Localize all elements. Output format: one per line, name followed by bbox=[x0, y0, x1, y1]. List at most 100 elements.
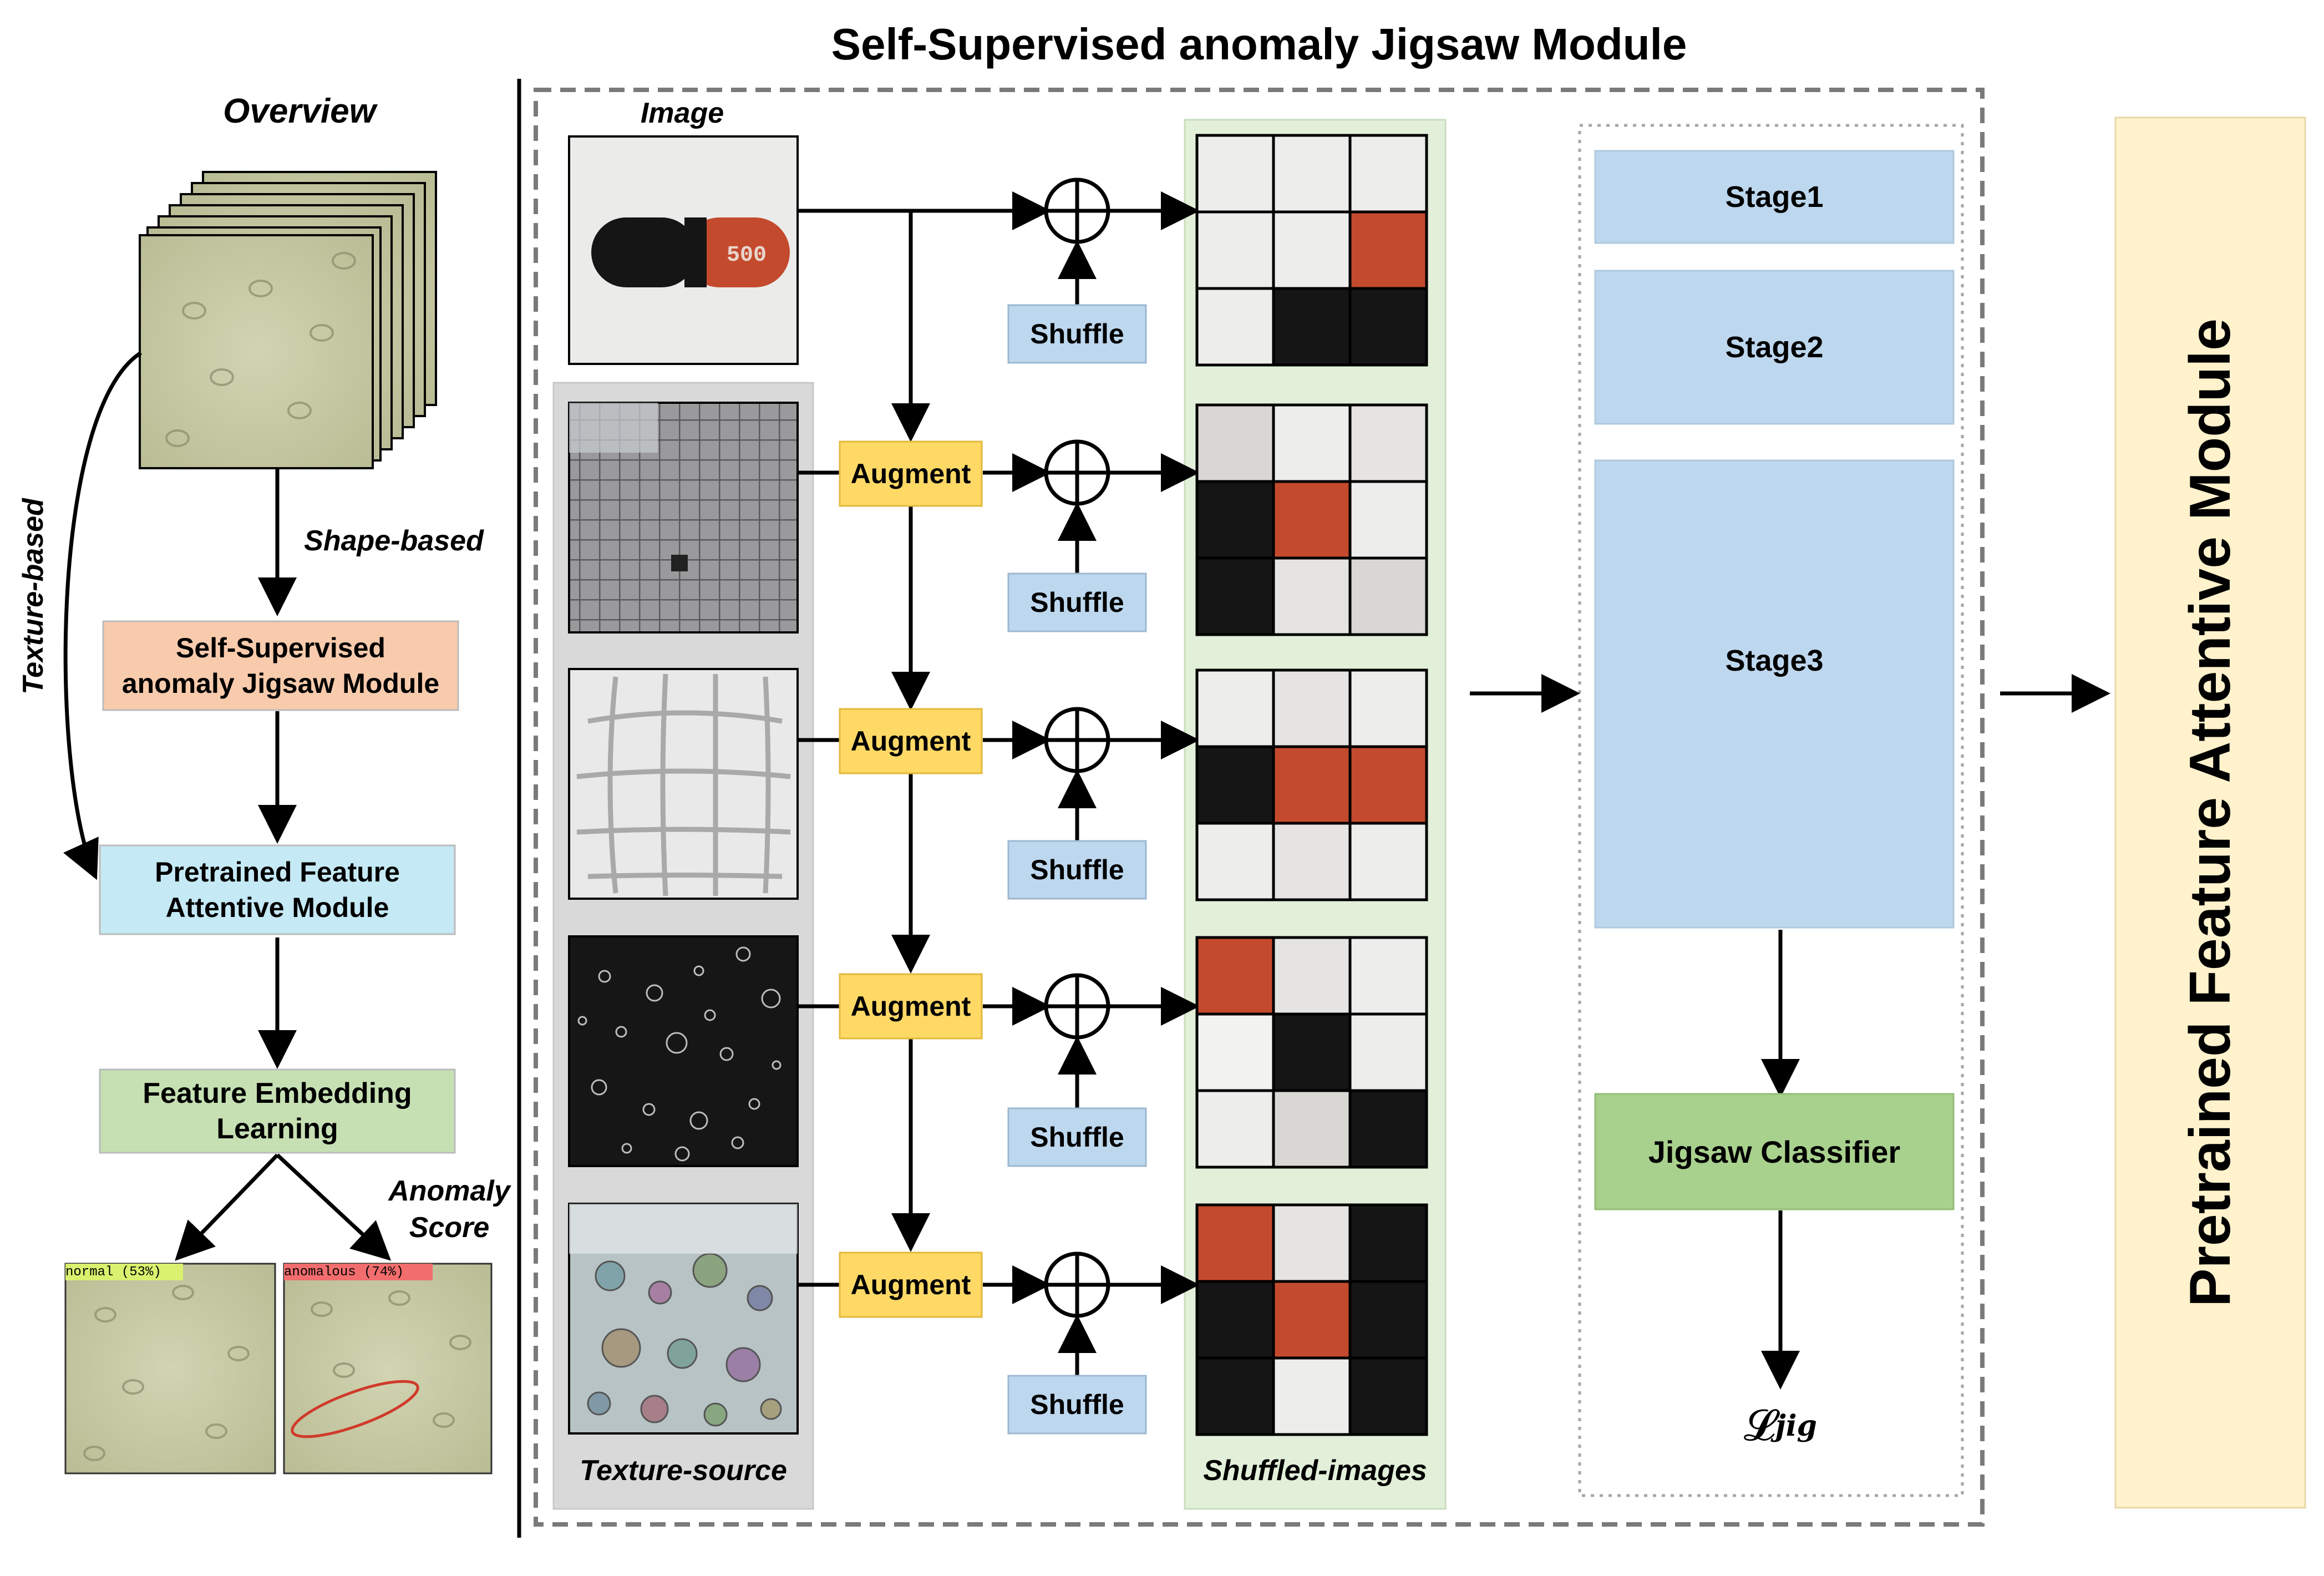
xor-icon bbox=[1044, 707, 1110, 773]
attentive-module-box bbox=[99, 844, 456, 935]
xor-icon bbox=[1044, 1251, 1110, 1318]
jigsaw-tile bbox=[1272, 287, 1352, 367]
anomalous-tag: anomalous (74%) bbox=[284, 1264, 404, 1280]
jigsaw-tile bbox=[1348, 668, 1428, 748]
augment-label: Augment bbox=[850, 991, 971, 1022]
jigsaw-tile bbox=[1195, 1356, 1275, 1436]
embedding-box bbox=[99, 1068, 456, 1154]
shape-based-label: Shape-based bbox=[304, 525, 484, 557]
jigsaw-tile bbox=[1348, 745, 1428, 825]
jigsaw-module-box-label: Self-Supervised anomaly Jigsaw Module bbox=[121, 632, 440, 699]
jigsaw-tile bbox=[1272, 480, 1352, 560]
shuffle-label: Shuffle bbox=[1030, 854, 1124, 885]
texture-foam bbox=[568, 1203, 799, 1435]
jigsaw-tile bbox=[1272, 210, 1352, 290]
jigsaw-tile bbox=[1272, 556, 1352, 636]
texture-grid bbox=[568, 402, 799, 634]
normal-tag: normal (53%) bbox=[65, 1264, 161, 1280]
xor-icon bbox=[1044, 973, 1110, 1040]
stage2-label: Stage2 bbox=[1725, 331, 1824, 364]
shuffle-label: Shuffle bbox=[1030, 587, 1124, 618]
jigsaw-tile bbox=[1195, 210, 1275, 290]
shuffle-boxes bbox=[1007, 304, 1147, 1435]
shuffled-images-label: Shuffled-images bbox=[1203, 1455, 1427, 1487]
capsule-image: 500 bbox=[568, 135, 799, 365]
result-anomalous bbox=[283, 1263, 493, 1474]
texture-source-label: Texture-source bbox=[580, 1455, 787, 1487]
texture-bubbles bbox=[568, 935, 799, 1167]
stage2-block bbox=[1594, 270, 1955, 425]
shuffled-grid bbox=[1195, 936, 1428, 1169]
jigsaw-classifier-label: Jigsaw Classifier bbox=[1648, 1134, 1901, 1169]
jigsaw-tile bbox=[1272, 1203, 1352, 1283]
jigsaw-tile bbox=[1348, 1012, 1428, 1092]
stage1-label: Stage1 bbox=[1725, 180, 1824, 214]
stage3-block bbox=[1594, 459, 1955, 929]
embedding-box-label: Feature Embedding Learning bbox=[143, 1077, 412, 1145]
overview-stack bbox=[139, 171, 437, 469]
jigsaw-tile bbox=[1195, 403, 1275, 483]
loss-symbol: 𝓛 bbox=[1744, 1400, 1775, 1451]
jigsaw-tile bbox=[1348, 1203, 1428, 1283]
jigsaw-tile bbox=[1348, 287, 1428, 367]
jigsaw-tile bbox=[1195, 668, 1275, 748]
jigsaw-tile bbox=[1348, 134, 1428, 214]
network-frame bbox=[1578, 124, 1964, 1497]
stage1-block bbox=[1594, 150, 1955, 244]
shuffled-grid bbox=[1195, 134, 1428, 367]
jigsaw-classifier-block bbox=[1594, 1093, 1955, 1210]
shuffle-label: Shuffle bbox=[1030, 1122, 1124, 1153]
jigsaw-tile bbox=[1348, 1089, 1428, 1169]
shuffled-grid bbox=[1195, 1203, 1428, 1436]
jigsaw-tile bbox=[1348, 1356, 1428, 1436]
jigsaw-tile bbox=[1272, 745, 1352, 825]
jigsaw-tile bbox=[1195, 134, 1275, 214]
jigsaw-tile bbox=[1195, 745, 1275, 825]
svg-text:500: 500 bbox=[727, 243, 767, 268]
augment-boxes bbox=[839, 440, 983, 1318]
jigsaw-tile bbox=[1272, 1356, 1352, 1436]
attentive-module-box-label: Pretrained Feature Attentive Module bbox=[155, 857, 400, 923]
result-normal bbox=[64, 1263, 276, 1474]
jigsaw-tile bbox=[1195, 936, 1275, 1016]
loss-subscript: jig bbox=[1775, 1408, 1817, 1443]
flow-lines bbox=[798, 191, 2110, 1390]
page-title: Self-Supervised anomaly Jigsaw Module bbox=[831, 19, 1687, 69]
jigsaw-tile bbox=[1348, 556, 1428, 636]
augment-label: Augment bbox=[850, 726, 971, 757]
jigsaw-tile bbox=[1195, 1089, 1275, 1169]
jigsaw-tile bbox=[1348, 480, 1428, 560]
shuffled-grid bbox=[1195, 403, 1428, 636]
arrow-icon bbox=[276, 1153, 392, 1261]
jigsaw-module-box bbox=[102, 620, 459, 711]
jigsaw-tile bbox=[1195, 822, 1275, 901]
jigsaw-tile bbox=[1195, 556, 1275, 636]
jigsaw-tile bbox=[1348, 403, 1428, 483]
texture-based-label: Texture-based bbox=[17, 498, 49, 695]
capsule-icon bbox=[591, 217, 697, 287]
shuffle-label: Shuffle bbox=[1030, 318, 1124, 349]
jigsaw-frame bbox=[534, 88, 1985, 1527]
jigsaw-tile bbox=[1195, 1203, 1275, 1283]
jigsaw-tile bbox=[1348, 936, 1428, 1016]
jigsaw-tile bbox=[1272, 1089, 1352, 1169]
jigsaw-tile bbox=[1195, 480, 1275, 560]
jigsaw-tile bbox=[1348, 210, 1428, 290]
jigsaw-tile bbox=[1348, 822, 1428, 901]
attentive-module-panel bbox=[2114, 116, 2306, 1509]
jigsaw-tile bbox=[1272, 403, 1352, 483]
jigsaw-tile bbox=[1272, 822, 1352, 901]
jigsaw-tile bbox=[1195, 1012, 1275, 1092]
xor-icon bbox=[1044, 439, 1110, 506]
jigsaw-tile bbox=[1272, 134, 1352, 214]
shuffle-label: Shuffle bbox=[1030, 1389, 1124, 1420]
jigsaw-tile bbox=[1272, 668, 1352, 748]
image-label: Image bbox=[640, 97, 724, 129]
arrow-icon bbox=[175, 1153, 279, 1261]
jigsaw-tile bbox=[1195, 287, 1275, 367]
shuffled-grid bbox=[1195, 668, 1428, 901]
jigsaw-tile bbox=[1348, 1280, 1428, 1360]
stage3-label: Stage3 bbox=[1725, 644, 1824, 677]
